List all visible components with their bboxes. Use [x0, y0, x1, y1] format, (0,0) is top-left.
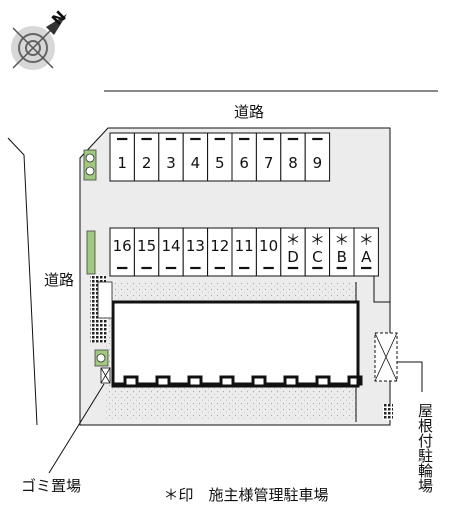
- parking-space-label: 11: [235, 237, 254, 255]
- parking-space-2: 2: [133, 132, 160, 182]
- parking-space-9: 9: [304, 132, 331, 182]
- parking-space-label: 9: [313, 154, 323, 172]
- parking-space-label: B: [337, 248, 347, 266]
- parking-space-D: ＊D: [280, 227, 306, 277]
- parking-space-13: 13: [182, 227, 209, 277]
- legend-text: ＊印 施主様管理駐車場: [163, 486, 328, 504]
- parking-space-label: 15: [137, 237, 156, 255]
- owner-managed-mark: ＊: [310, 231, 325, 249]
- owner-managed-mark: ＊: [285, 231, 300, 249]
- bike-parking: [374, 332, 398, 382]
- parking-space-14: 14: [158, 227, 184, 277]
- bike-leader-line: [397, 361, 423, 392]
- road-label-left: 道路: [44, 271, 74, 289]
- parking-space-5: 5: [207, 132, 233, 182]
- parking-space-label: D: [287, 248, 299, 266]
- bike-parking-label: 屋根付駐輪場: [416, 403, 434, 493]
- parking-space-7: 7: [255, 132, 282, 182]
- parking-space-label: 13: [186, 237, 205, 255]
- garbage-label: ゴミ置場: [21, 477, 81, 495]
- parking-space-label: A: [361, 248, 372, 266]
- parking-space-15: 15: [133, 227, 160, 277]
- apartment-building: [111, 300, 363, 388]
- parking-space-label: 7: [264, 154, 274, 172]
- parking-space-label: C: [312, 248, 322, 266]
- parking-space-B: ＊B: [329, 227, 355, 277]
- parking-space-10: 10: [255, 227, 282, 277]
- parking-space-3: 3: [158, 132, 184, 182]
- parking-space-1: 1: [109, 132, 135, 182]
- road-label-top: 道路: [234, 103, 264, 121]
- owner-managed-mark: ＊: [334, 231, 349, 249]
- parking-space-label: 12: [210, 237, 229, 255]
- parking-space-11: 11: [231, 227, 257, 277]
- compass-rose-icon: [11, 14, 67, 70]
- parking-space-16: 16: [109, 227, 135, 277]
- parking-space-label: 10: [259, 237, 278, 255]
- parking-space-4: 4: [182, 132, 209, 182]
- parking-space-8: 8: [280, 132, 306, 182]
- parking-space-label: 4: [191, 154, 201, 172]
- bike-area-edge: [373, 276, 390, 303]
- garbage-station: [100, 367, 111, 384]
- parking-space-label: 2: [142, 154, 152, 172]
- parking-space-label: 14: [161, 237, 180, 255]
- parking-space-label: 5: [215, 154, 225, 172]
- hedge-bottom-left: [94, 349, 109, 367]
- road-edge-left: [7, 137, 38, 426]
- parking-space-label: 6: [239, 154, 249, 172]
- parking-space-label: 16: [113, 237, 132, 255]
- parking-space-12: 12: [207, 227, 233, 277]
- owner-managed-mark: ＊: [359, 231, 374, 249]
- parking-space-label: 1: [117, 154, 127, 172]
- parking-space-label: 3: [166, 154, 176, 172]
- parking-space-label: 8: [288, 154, 298, 172]
- entrance-walkway: [90, 275, 113, 343]
- hedge-left: [86, 230, 96, 275]
- garbage-leader-line: [48, 383, 105, 474]
- parking-space-C: ＊C: [304, 227, 331, 277]
- hedge-top-left: [83, 149, 97, 181]
- parking-space-6: 6: [231, 132, 257, 182]
- compass: N: [11, 7, 70, 70]
- mailbox-grid: [383, 404, 393, 420]
- parking-space-A: ＊A: [353, 227, 379, 277]
